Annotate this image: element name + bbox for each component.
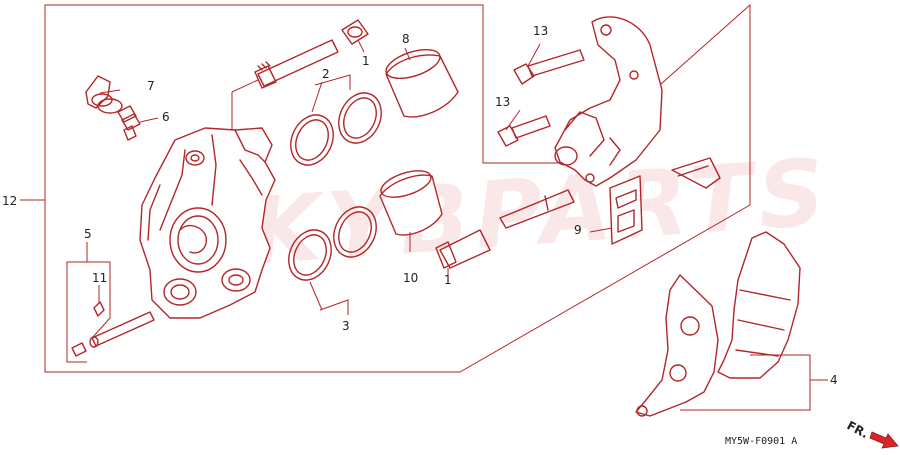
slide-pin-lower[interactable]	[435, 229, 491, 269]
callout-1-upper: 1	[362, 54, 370, 68]
piston-seal-lower-b[interactable]	[326, 200, 384, 264]
pad-pin[interactable]	[71, 311, 155, 357]
bracket-pin[interactable]	[499, 189, 575, 229]
bracket-bolt-lower[interactable]	[497, 115, 551, 147]
brake-pad-rear[interactable]	[635, 274, 719, 417]
bleeder-screw[interactable]	[117, 105, 141, 141]
callout-labels: 12 5 11 7 6 1 2 3 8 10 1 13 13 9 4	[2, 24, 838, 387]
callout-6: 6	[162, 110, 170, 124]
pad-retainer-clip[interactable]	[671, 157, 721, 189]
callout-3: 3	[342, 319, 350, 333]
callout-7: 7	[147, 79, 155, 93]
piston-seal-upper-a[interactable]	[283, 108, 341, 172]
bracket-bolt-upper[interactable]	[513, 49, 585, 85]
front-direction-indicator: FR.	[845, 418, 899, 449]
callout-11: 11	[92, 271, 107, 285]
diagram-code: MY5W-F0901 A	[725, 436, 797, 447]
callout-5: 5	[84, 227, 92, 241]
pin-plug[interactable]	[93, 301, 105, 317]
piston-seal-lower-a[interactable]	[281, 223, 339, 287]
callout-13-upper: 13	[533, 24, 548, 38]
slide-pin-upper[interactable]	[254, 39, 339, 89]
pad-spring[interactable]	[609, 175, 643, 245]
brake-pad-front[interactable]	[717, 231, 801, 379]
leader-lines	[20, 39, 828, 411]
callout-8: 8	[402, 32, 410, 46]
piston-seal-upper-b[interactable]	[331, 86, 389, 150]
callout-9: 9	[574, 223, 582, 237]
callout-10: 10	[403, 271, 418, 285]
bleeder-cap[interactable]	[85, 75, 123, 114]
boot-upper[interactable]	[341, 19, 369, 45]
callout-1-lower: 1	[444, 273, 452, 287]
piston-lower[interactable]	[378, 166, 443, 236]
arrow-icon	[869, 431, 899, 449]
callout-12: 12	[2, 194, 17, 208]
piston-upper[interactable]	[383, 44, 459, 118]
direction-label: FR.	[845, 418, 871, 441]
callout-4: 4	[830, 373, 838, 387]
caliper-body[interactable]	[139, 127, 276, 319]
callout-2: 2	[322, 67, 330, 81]
caliper-bracket[interactable]	[554, 16, 663, 187]
callout-13-lower: 13	[495, 95, 510, 109]
